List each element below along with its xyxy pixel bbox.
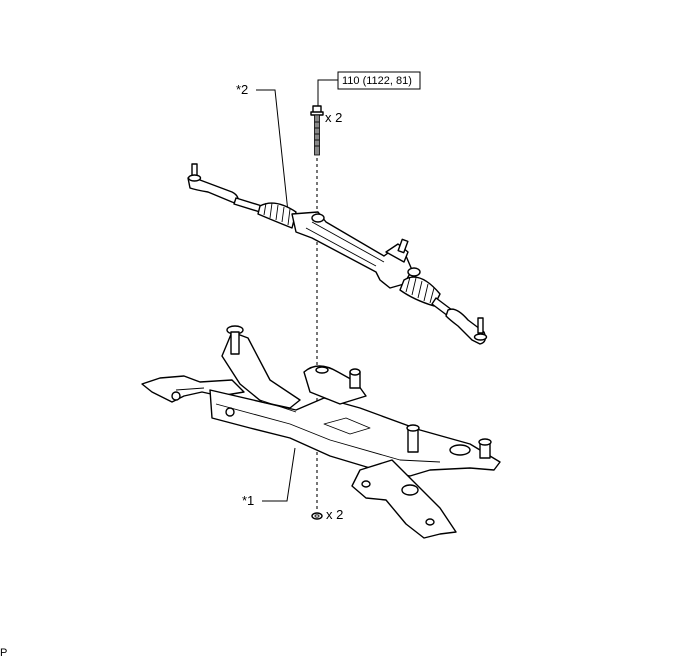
corner-mark: P xyxy=(0,647,7,658)
callout-part2-label: *2 xyxy=(236,82,248,97)
callout-part1-label: *1 xyxy=(242,493,254,508)
steering-gear-rack xyxy=(187,163,488,345)
torque-spec-box: 110 (1122, 81) xyxy=(337,71,421,90)
nut-quantity-label: x 2 xyxy=(326,507,343,522)
bolt-quantity-label: x 2 xyxy=(325,110,342,125)
torque-spec-text: 110 (1122, 81) xyxy=(342,75,412,87)
mounting-nut xyxy=(311,512,323,520)
mounting-bolt xyxy=(310,105,324,156)
callout-leaders xyxy=(256,79,338,502)
front-suspension-crossmember xyxy=(141,325,501,539)
